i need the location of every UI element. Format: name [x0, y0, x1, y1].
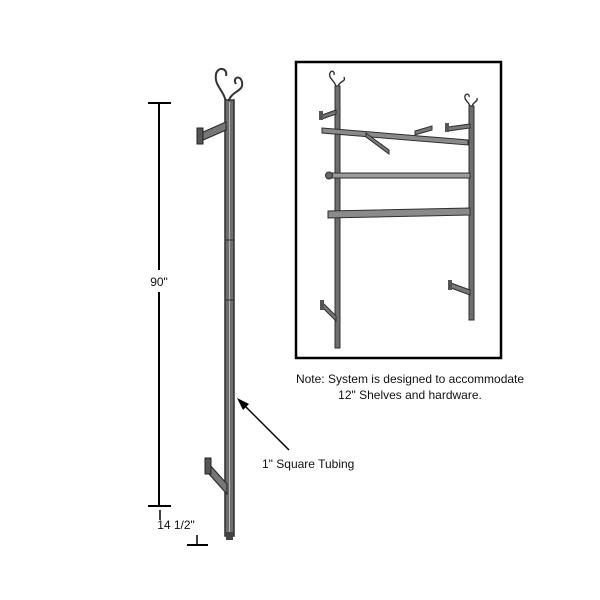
height-dimension-label: 90" — [150, 275, 168, 289]
system-note-line-2: 12" Shelves and hardware. — [338, 388, 482, 402]
left-finial-icon — [328, 70, 346, 87]
height-dimension — [148, 102, 171, 507]
right-finial-icon — [464, 93, 478, 107]
tubing-callout-arrow — [237, 398, 290, 451]
tubing-callout-label: 1" Square Tubing — [262, 457, 354, 471]
system-note: Note: System is designed to accommodate … — [262, 371, 558, 403]
top-wall-bracket — [196, 121, 227, 145]
offset-dimension — [159, 510, 208, 546]
inset-system-illustration — [319, 70, 478, 349]
bottom-wall-bracket — [204, 457, 228, 496]
finial-icon — [214, 68, 244, 103]
main-standard — [196, 68, 244, 540]
offset-dimension-label: 14 1/2" — [157, 518, 195, 532]
system-note-line-1: Note: System is designed to accommodate — [295, 372, 525, 386]
